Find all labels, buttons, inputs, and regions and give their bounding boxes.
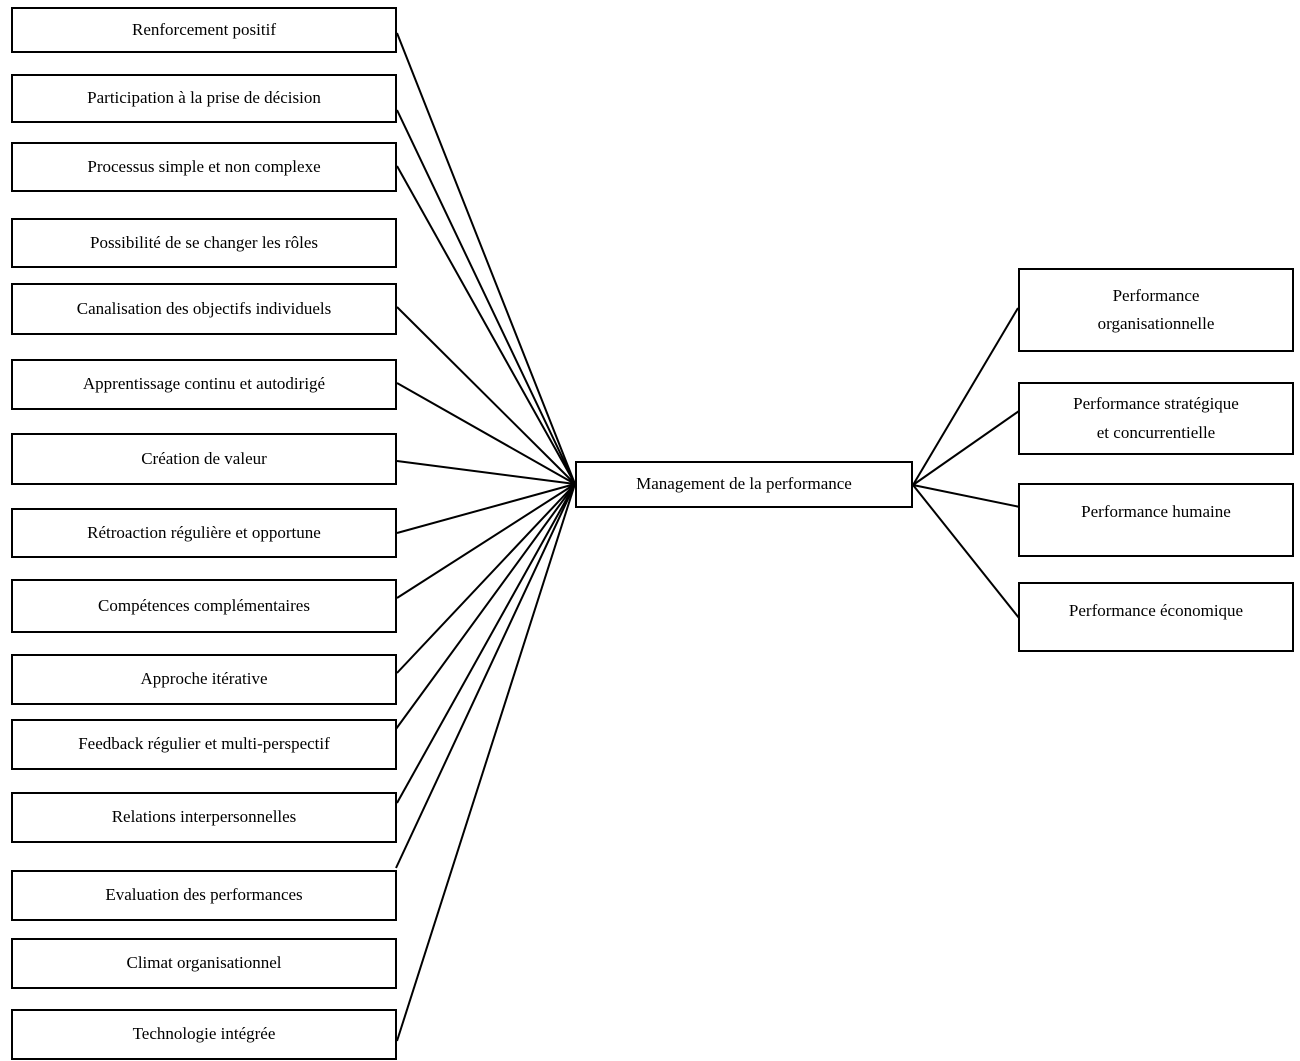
- factor-label: Evaluation des performances: [105, 885, 303, 905]
- factor-box-changer-roles: Possibilité de se changer les rôles: [11, 218, 397, 268]
- factor-label: Canalisation des objectifs individuels: [76, 298, 332, 318]
- factor-label: Création de valeur: [141, 448, 267, 468]
- factor-box-retroaction-reguliere: Rétroaction régulière et opportune: [11, 508, 397, 558]
- factor-box-approche-iterative: Approche itérative: [11, 654, 397, 705]
- outcome-label: Performance stratégique et concurrentiel…: [1073, 390, 1239, 446]
- connector-line: [396, 483, 576, 599]
- factor-label: Relations interpersonnelles: [111, 807, 297, 827]
- central-label: Management de la performance: [636, 474, 852, 494]
- connector-line: [395, 483, 576, 730]
- outcome-box-performance-organisationnelle: Performance organisationnelle: [1018, 268, 1294, 352]
- connector-line: [396, 483, 576, 534]
- factor-box-competences-complementaires: Compétences complémentaires: [11, 579, 397, 633]
- outcome-box-performance-economique: Performance économique: [1018, 582, 1294, 652]
- factor-label: Technologie intégrée: [132, 1024, 276, 1044]
- outcome-label-line1: Performance stratégique: [1073, 394, 1239, 414]
- connector-line: [396, 483, 576, 674]
- factor-box-renforcement-positif: Renforcement positif: [11, 7, 397, 53]
- connector-line: [396, 483, 576, 804]
- factor-box-creation-valeur: Création de valeur: [11, 433, 397, 485]
- factor-box-technologie-integree: Technologie intégrée: [11, 1009, 397, 1060]
- connector-line: [395, 483, 576, 869]
- connector-line: [396, 32, 576, 485]
- factor-box-apprentissage-continu: Apprentissage continu et autodirigé: [11, 359, 397, 410]
- connector-line: [912, 307, 1019, 486]
- outcome-box-performance-humaine: Performance humaine: [1018, 483, 1294, 557]
- central-box-management-performance: Management de la performance: [575, 461, 913, 508]
- factor-label: Rétroaction régulière et opportune: [87, 522, 321, 542]
- factor-box-evaluation-performances: Evaluation des performances: [11, 870, 397, 921]
- outcome-label-line2: et concurrentielle: [1096, 422, 1216, 442]
- connector-line: [396, 382, 576, 485]
- factor-label: Approche itérative: [140, 669, 268, 689]
- connector-line: [396, 306, 576, 485]
- connector-line: [396, 483, 576, 1042]
- outcome-label-line2: organisationnelle: [1097, 314, 1215, 333]
- factor-label: Feedback régulier et multi-perspectif: [78, 734, 330, 754]
- left-connector-group: [395, 32, 576, 1042]
- connector-line: [912, 484, 1021, 508]
- connector-line: [396, 109, 576, 485]
- factor-box-climat-organisationnel: Climat organisationnel: [11, 938, 397, 989]
- outcome-label: Performance humaine: [1081, 502, 1231, 521]
- factor-box-relations-interpersonnelles: Relations interpersonnelles: [11, 792, 397, 843]
- factor-label: Participation à la prise de décision: [87, 88, 321, 108]
- factor-box-processus-simple: Processus simple et non complexe: [11, 142, 397, 192]
- outcome-label: Performance organisationnelle: [1098, 282, 1215, 338]
- outcome-label-line1: Performance: [1112, 285, 1200, 305]
- outcome-box-performance-strategique: Performance stratégique et concurrentiel…: [1018, 382, 1294, 455]
- factor-box-feedback-regulier: Feedback régulier et multi-perspectif: [11, 719, 397, 770]
- connector-line: [912, 484, 1020, 619]
- factor-label: Possibilité de se changer les rôles: [89, 232, 319, 252]
- right-connector-group: [912, 307, 1021, 619]
- connector-line: [912, 410, 1020, 486]
- factor-box-participation-decision: Participation à la prise de décision: [11, 74, 397, 123]
- factor-label: Compétences complémentaires: [98, 595, 310, 615]
- connector-line: [396, 165, 576, 485]
- factor-box-canalisation-objectifs: Canalisation des objectifs individuels: [11, 283, 397, 335]
- factor-label: Apprentissage continu et autodirigé: [82, 374, 326, 394]
- factor-label: Climat organisationnel: [126, 953, 282, 973]
- factor-label: Renforcement positif: [132, 19, 276, 39]
- factor-label: Processus simple et non complexe: [87, 156, 321, 176]
- outcome-label: Performance économique: [1068, 601, 1244, 620]
- connector-line: [396, 460, 576, 485]
